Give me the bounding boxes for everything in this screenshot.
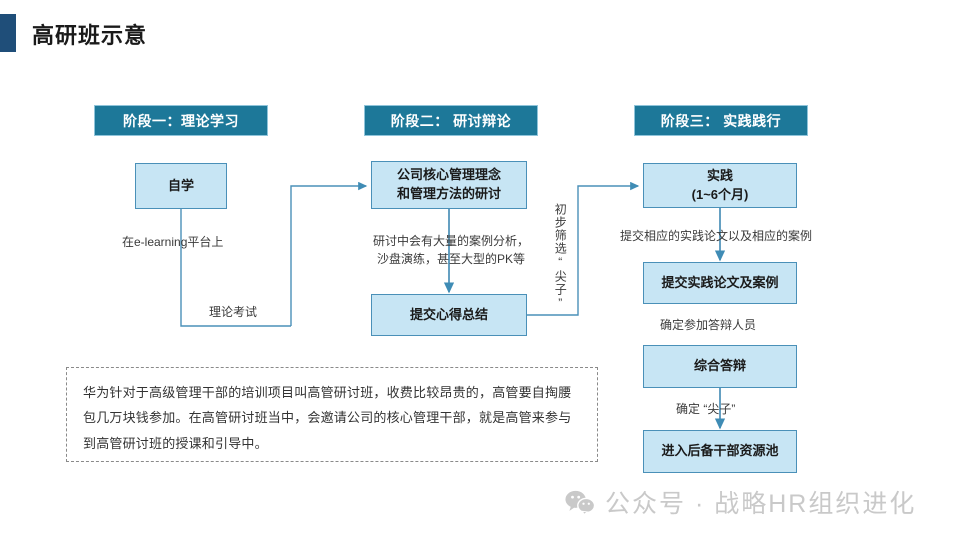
box-core-discussion[interactable]: 公司核心管理理念 和管理方法的研讨 [371, 161, 527, 209]
box-core-discussion-line2: 和管理方法的研讨 [396, 186, 501, 201]
box-comprehensive-defense-line1: 综合答辩 [693, 358, 746, 374]
label-submit-practice-docs: 提交相应的实践论文以及相应的案例 [620, 229, 813, 243]
stage-header-3: 阶段三： 实践践行 [634, 105, 808, 136]
box-practice[interactable]: 实践 (1~6个月) [643, 163, 797, 208]
box-submit-thesis[interactable]: 提交实践论文及案例 [643, 262, 797, 304]
box-comprehensive-defense[interactable]: 综合答辩 [643, 345, 797, 388]
box-self-study-line1: 自学 [167, 177, 194, 193]
title-accent-bar [0, 14, 16, 52]
watermark-text: 公众号 · 战略HR组织进化 [605, 490, 917, 518]
stage-header-1: 阶段一：理论学习 [94, 105, 268, 136]
label-confirm-top-talent: 确定 “尖子” [676, 402, 736, 416]
label-discussion-detail-line2: 沙盘演练，甚至大型的PK等 [376, 252, 525, 266]
note-box: 华为针对于高级管理干部的培训项目叫高管研讨班，收费比较昂贵的，高管要自掏腰包几万… [66, 367, 598, 462]
label-theory-exam: 理论考试 [209, 305, 258, 319]
watermark: 公众号 · 战略HR组织进化 [565, 484, 916, 520]
label-discussion-detail: 研讨中会有大量的案例分析， 沙盘演练，甚至大型的PK等 [358, 232, 544, 268]
box-submit-summary[interactable]: 提交心得总结 [371, 294, 527, 336]
box-submit-thesis-line1: 提交实践论文及案例 [661, 274, 779, 290]
stage-header-2: 阶段二： 研讨辩论 [364, 105, 538, 136]
wechat-icon [565, 490, 595, 515]
label-discussion-detail-line1: 研讨中会有大量的案例分析， [372, 234, 529, 248]
label-elearning: 在e-learning平台上 [122, 235, 224, 249]
box-self-study[interactable]: 自学 [135, 163, 227, 209]
box-core-discussion-line1: 公司核心管理理念 [396, 167, 501, 183]
box-talent-pool-line1: 进入后备干部资源池 [661, 443, 779, 459]
box-practice-line2: (1~6个月) [691, 186, 749, 202]
box-practice-line1: 实践 [706, 167, 733, 183]
page-title: 高研班示意 [32, 23, 148, 48]
label-confirm-defense-members: 确定参加答辩人员 [660, 318, 757, 332]
box-submit-summary-line1: 提交心得总结 [409, 306, 488, 322]
box-talent-pool[interactable]: 进入后备干部资源池 [643, 430, 797, 473]
label-initial-screening: 初步筛选“尖子” [553, 203, 568, 311]
